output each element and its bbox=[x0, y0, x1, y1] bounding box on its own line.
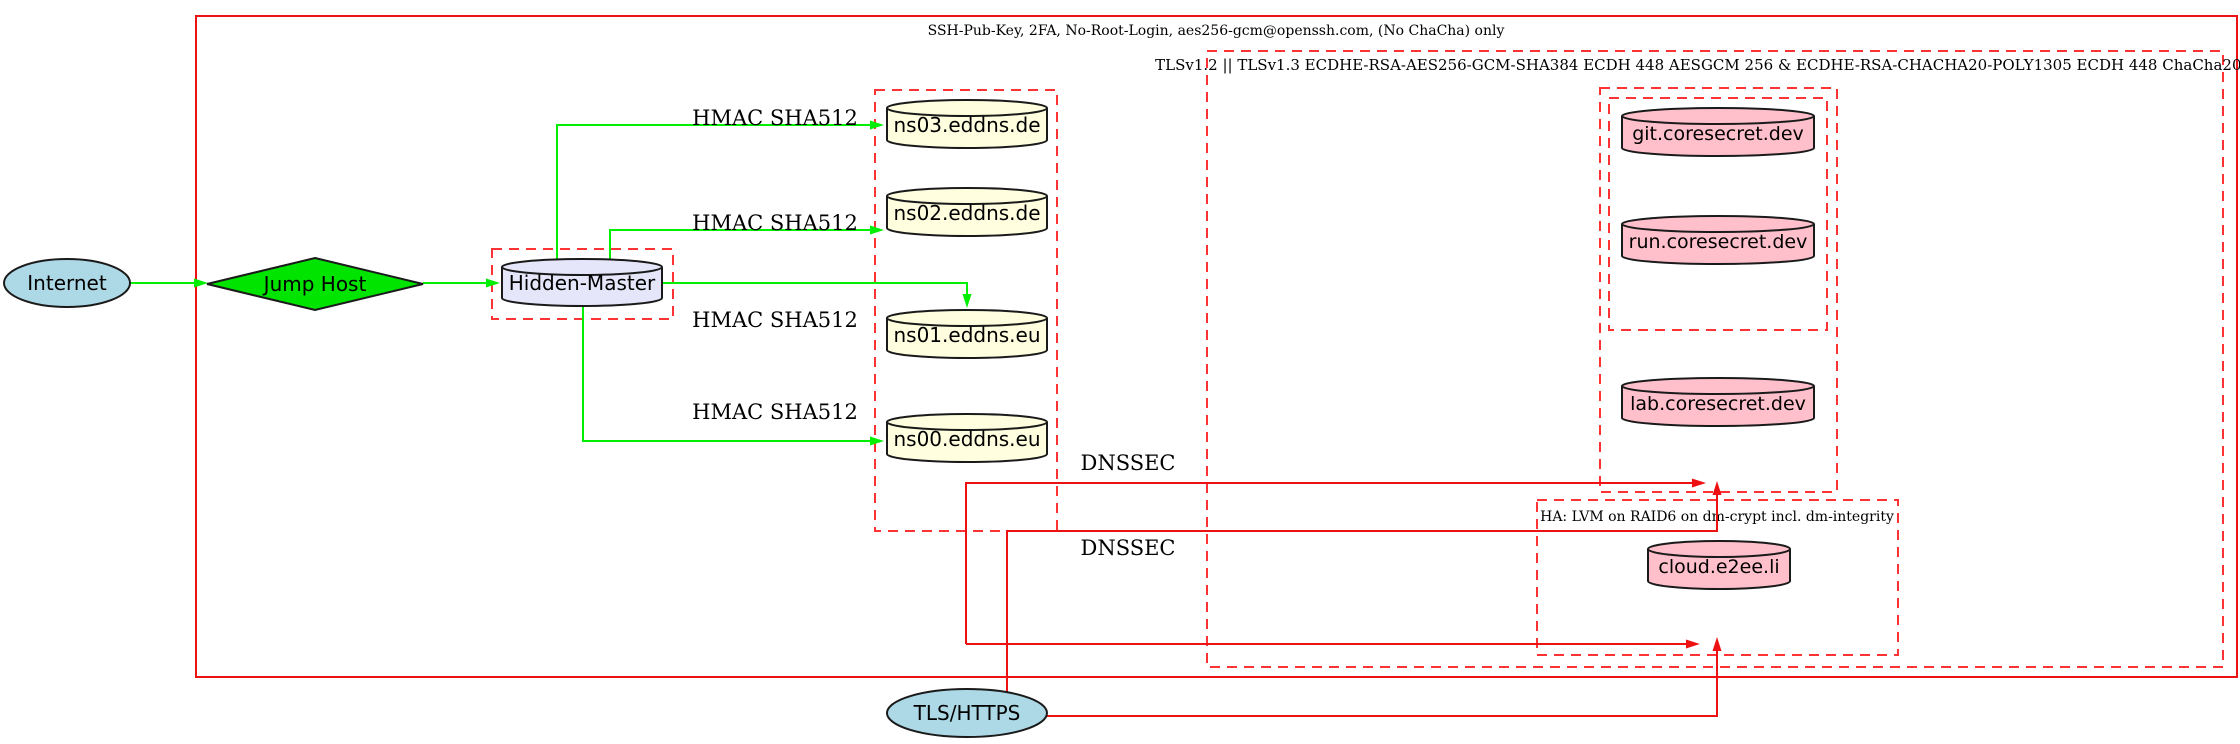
ns03-cylinder bbox=[886, 99, 1048, 149]
git-label: git.coresecret.dev bbox=[1632, 123, 1804, 145]
internet-ellipse bbox=[3, 258, 131, 308]
ssh-cluster-box bbox=[195, 15, 2238, 678]
lab-cylinder bbox=[1621, 377, 1815, 427]
ns02-cylinder bbox=[886, 187, 1048, 237]
ns01-cylinder-rim bbox=[886, 317, 1048, 327]
ssh-cluster-label: SSH-Pub-Key, 2FA, No-Root-Login, aes256-… bbox=[928, 23, 1505, 39]
edge-hiddenmaster-to-ns00 bbox=[582, 307, 884, 446]
dnssec-label-ha: DNSSEC bbox=[1080, 536, 1175, 560]
ns03-label: ns03.eddns.de bbox=[893, 113, 1040, 137]
ns03-cylinder-rim bbox=[886, 107, 1048, 117]
git-cylinder bbox=[1621, 107, 1815, 157]
ns02-cylinder-rim bbox=[886, 195, 1048, 205]
coresecret-inner-cluster-box bbox=[1608, 97, 1828, 331]
dnssec-label-coresecret: DNSSEC bbox=[1080, 451, 1175, 475]
hmac-label-ns02: HMAC SHA512 bbox=[692, 211, 858, 235]
hmac-label-ns00: HMAC SHA512 bbox=[692, 400, 858, 424]
ns01-cylinder bbox=[886, 309, 1048, 359]
internet-node: Internet bbox=[3, 258, 131, 308]
tls-https-label: TLS/HTTPS bbox=[913, 701, 1021, 725]
lab-label: lab.coresecret.dev bbox=[1630, 393, 1806, 415]
run-cylinder bbox=[1621, 215, 1815, 265]
git-cylinder-rim bbox=[1621, 115, 1815, 125]
hmac-label-ns01: HMAC SHA512 bbox=[692, 308, 858, 332]
cloud-cylinder bbox=[1647, 540, 1791, 590]
tls-https-node: TLS/HTTPS bbox=[886, 688, 1048, 738]
jump-host-label: Jump Host bbox=[262, 272, 367, 296]
coresecret-outer-cluster-box bbox=[1599, 87, 1838, 493]
ns02-node: ns02.eddns.de bbox=[886, 187, 1048, 237]
edge-hiddenmaster-to-ns02 bbox=[609, 225, 884, 259]
edge-hiddenmaster-to-ns03 bbox=[556, 120, 884, 259]
cloud-node: cloud.e2ee.li bbox=[1647, 540, 1791, 590]
jump-host-diamond bbox=[206, 256, 424, 312]
internet-label: Internet bbox=[27, 271, 107, 295]
git-node: git.coresecret.dev bbox=[1621, 107, 1815, 157]
hmac-label-ns03: HMAC SHA512 bbox=[692, 106, 858, 130]
ns00-cylinder-rim bbox=[886, 421, 1048, 431]
ns00-node: ns00.eddns.eu bbox=[886, 413, 1048, 463]
ha-cluster-box bbox=[1536, 499, 1899, 656]
cloud-label: cloud.e2ee.li bbox=[1658, 556, 1779, 578]
cloud-cylinder-rim bbox=[1647, 548, 1791, 558]
edge-tlshttps-to-coresecret bbox=[1006, 481, 1722, 692]
hidden-master-node: Hidden-Master bbox=[501, 258, 663, 307]
edge-dnssec-to-coresecret bbox=[965, 478, 1706, 644]
hidden-master-cylinder-rim bbox=[501, 266, 663, 276]
lab-node: lab.coresecret.dev bbox=[1621, 377, 1815, 427]
lab-cylinder-rim bbox=[1621, 385, 1815, 395]
ns02-label: ns02.eddns.de bbox=[893, 201, 1040, 225]
ns00-label: ns00.eddns.eu bbox=[893, 427, 1040, 451]
run-node: run.coresecret.dev bbox=[1621, 215, 1815, 265]
ns00-cylinder bbox=[886, 413, 1048, 463]
ns01-node: ns01.eddns.eu bbox=[886, 309, 1048, 359]
run-cylinder-rim bbox=[1621, 223, 1815, 233]
ns03-node: ns03.eddns.de bbox=[886, 99, 1048, 149]
edge-hiddenmaster-to-ns01 bbox=[662, 282, 972, 308]
hidden-master-label: Hidden-Master bbox=[509, 271, 656, 295]
jump-host-node: Jump Host bbox=[206, 256, 424, 312]
tls-https-ellipse bbox=[886, 688, 1048, 738]
tls-cluster-label: TLSv1.2 || TLSv1.3 ECDHE-RSA-AES256-GCM-… bbox=[1155, 56, 2240, 74]
edge-tlshttps-to-ha bbox=[1046, 637, 1722, 717]
run-label: run.coresecret.dev bbox=[1629, 231, 1808, 253]
hidden-master-cylinder bbox=[501, 258, 663, 307]
ns01-label: ns01.eddns.eu bbox=[893, 323, 1040, 347]
